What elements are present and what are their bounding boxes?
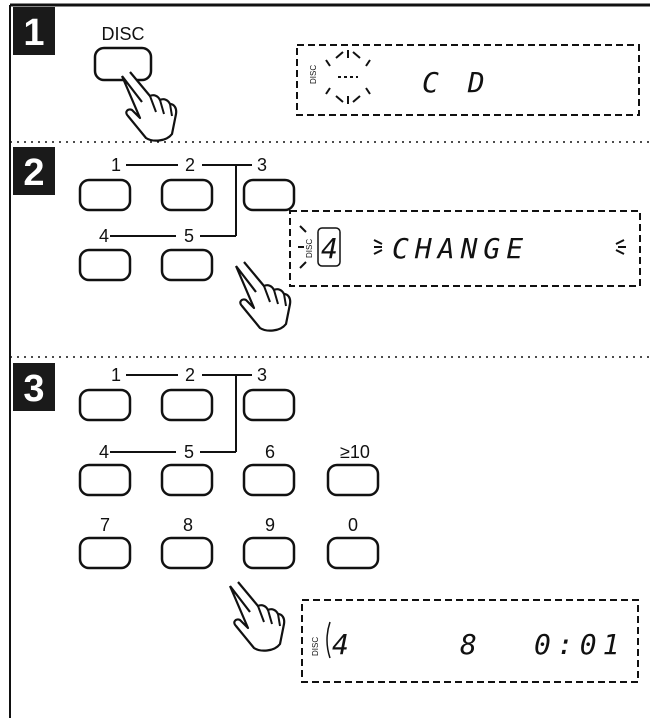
display-3-disc: 4 <box>332 628 355 661</box>
key-7-label: 7 <box>100 515 110 535</box>
step-1: 1 DISC DISC C D <box>13 7 640 142</box>
key-1-label: 1 <box>111 365 121 385</box>
key-8-button[interactable] <box>160 536 214 570</box>
key-2-label: 2 <box>185 365 195 385</box>
blink-marks-icon <box>373 239 626 255</box>
step-2-badge <box>13 147 55 195</box>
disc-button[interactable] <box>93 46 153 82</box>
spinning-disc-icon <box>325 50 371 104</box>
key-2-button[interactable] <box>160 178 214 212</box>
display-2-frame <box>289 210 641 287</box>
display-2-text: CHANGE <box>392 232 529 265</box>
key-3-label: 3 <box>257 365 267 385</box>
disc-button-label: DISC <box>101 24 144 44</box>
key-3-button[interactable] <box>242 178 296 212</box>
key-4-label: 4 <box>99 226 109 246</box>
key-5-label: 5 <box>184 442 194 462</box>
key-2-label: 2 <box>185 155 195 175</box>
pointing-hand-icon <box>228 581 286 652</box>
key-5-button[interactable] <box>160 248 214 282</box>
step-3-badge <box>13 363 55 411</box>
key-7-button[interactable] <box>78 536 132 570</box>
step-3-connectors <box>110 374 252 453</box>
disc-indicator: DISC <box>309 65 318 84</box>
display-1-text: C D <box>422 66 491 99</box>
key-10plus-button[interactable] <box>326 463 380 497</box>
step-1-number: 1 <box>23 12 44 54</box>
step-2-number: 2 <box>23 152 44 194</box>
step-3-number: 3 <box>23 368 44 410</box>
key-9-button[interactable] <box>242 536 296 570</box>
display-2: DISC 4 CHANGE <box>298 225 626 269</box>
display-1: DISC C D <box>309 50 491 104</box>
key-2-button[interactable] <box>160 388 214 422</box>
blink-marks-icon <box>298 225 307 269</box>
step-2-connectors <box>110 164 252 237</box>
key-5-label: 5 <box>184 226 194 246</box>
key-10plus-label: ≥10 <box>340 442 370 462</box>
key-9-label: 9 <box>265 515 275 535</box>
key-4-button[interactable] <box>78 463 132 497</box>
display-3-track: 8 <box>460 628 483 661</box>
key-0-button[interactable] <box>326 536 380 570</box>
step-3: 3 1 2 3 4 5 6 ≥10 7 8 9 0 <box>13 363 639 683</box>
key-3-button[interactable] <box>242 388 296 422</box>
step-2: 2 1 2 3 4 5 DISC 4 <box>13 147 641 332</box>
display-3-frame <box>301 599 639 683</box>
key-6-button[interactable] <box>242 463 296 497</box>
key-1-button[interactable] <box>78 388 132 422</box>
display-3: DISC 4 8 0:01 <box>311 621 625 661</box>
pointing-hand-icon <box>234 261 292 332</box>
key-0-label: 0 <box>348 515 358 535</box>
display-1-frame <box>296 44 640 116</box>
key-8-label: 8 <box>183 515 193 535</box>
step-1-badge <box>13 7 55 55</box>
disc-number-box <box>317 227 341 267</box>
disc-bracket <box>326 621 331 659</box>
disc-indicator: DISC <box>311 637 320 656</box>
pointing-hand-icon <box>120 71 178 142</box>
key-1-label: 1 <box>111 155 121 175</box>
key-3-label: 3 <box>257 155 267 175</box>
disc-indicator: DISC <box>305 239 314 258</box>
key-1-button[interactable] <box>78 178 132 212</box>
key-5-button[interactable] <box>160 463 214 497</box>
display-3-time: 0:01 <box>534 628 625 661</box>
key-4-button[interactable] <box>78 248 132 282</box>
key-6-label: 6 <box>265 442 275 462</box>
key-4-label: 4 <box>99 442 109 462</box>
display-2-disc: 4 <box>321 232 344 265</box>
